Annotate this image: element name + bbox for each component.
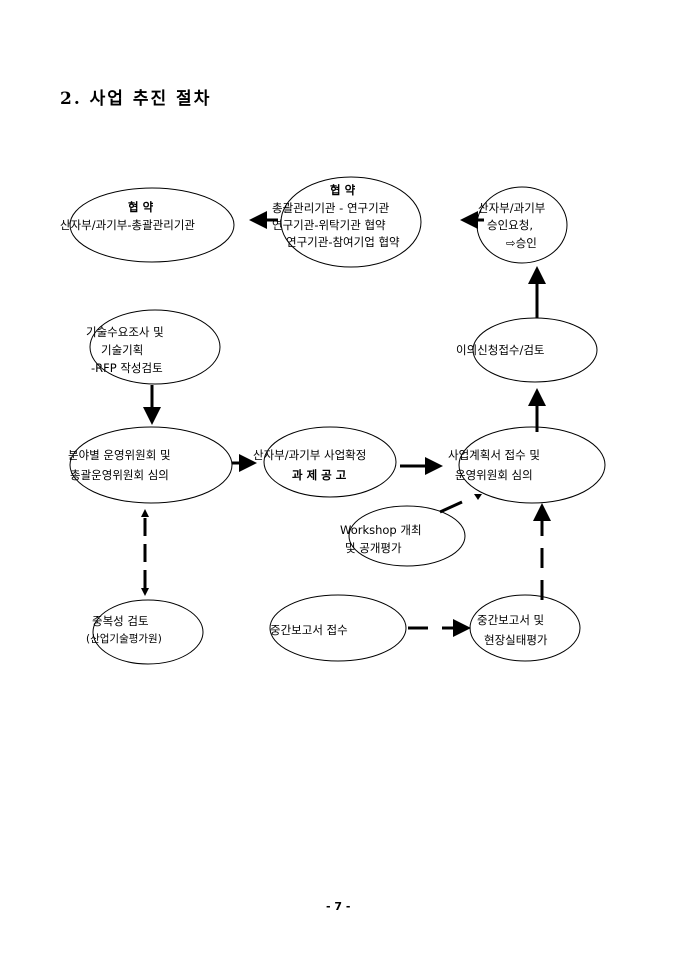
agreement-mid-line3: 연구기관-참여기업 협약 (286, 235, 400, 249)
duplication-line2: (산업기술평가원) (86, 633, 162, 645)
approval-line3: ⇨승인 (506, 236, 537, 250)
demand-line1: 기술수요조사 및 (86, 325, 164, 339)
approval-line1: 산자부/과기부 (478, 201, 546, 215)
interim-eval-line1: 중간보고서 및 (477, 613, 545, 627)
arrowhead-dup-up (141, 509, 149, 517)
duplication-line1: 중복성 검토 (92, 614, 149, 628)
approval-line2: 승인요청, (487, 218, 533, 232)
arrowhead-dup-down (141, 588, 149, 596)
committee-line1: 분야별 운영위원회 및 (68, 448, 171, 462)
node-announcement (263, 426, 397, 498)
node-objection (472, 317, 598, 383)
workshop-line1: Workshop 개최 (340, 523, 422, 537)
interim-receipt-text: 중간보고서 접수 (270, 623, 348, 637)
agreement-left-text: 산자부/과기부-총괄관리기관 (60, 218, 195, 232)
announcement-line2: 과 제 공 고 (292, 468, 347, 482)
arrow-workshop-to-plan (439, 500, 463, 514)
objection-text: 이의신청접수/검토 (456, 343, 545, 357)
agreement-mid-heading: 협 약 (330, 183, 356, 197)
interim-eval-line2: 현장실태평가 (484, 633, 548, 647)
plan-line2: 운영위원회 심의 (455, 468, 533, 482)
node-agreement-left (69, 187, 235, 263)
node-interim-receipt (269, 594, 407, 662)
demand-line3: -RFP 작성검토 (91, 361, 163, 375)
node-duplication (92, 599, 204, 665)
demand-line2: 기술기획 (101, 343, 144, 357)
plan-line1: 사업계획서 접수 및 (448, 448, 540, 462)
node-demand-survey (89, 309, 221, 385)
node-workshop (348, 505, 466, 567)
agreement-mid-line2: 연구기관-위탁기관 협약 (272, 218, 386, 232)
arrowhead-workshop (474, 494, 482, 500)
announcement-line1: 산자부/과기부 사업확정 (253, 448, 367, 462)
page-number: - 7 - (326, 900, 351, 913)
workshop-line2: 및 공개평가 (345, 541, 402, 555)
node-agreement-mid (280, 176, 422, 268)
committee-line2: 총괄운영위원회 심의 (70, 468, 169, 482)
section-title: 2. 사업 추진 절차 (60, 89, 212, 109)
agreement-left-heading: 협 약 (128, 200, 154, 214)
node-plan-review (458, 426, 606, 504)
agreement-mid-line1: 총괄관리기관 - 연구기관 (272, 201, 390, 215)
node-committee (69, 426, 233, 504)
node-interim-eval (469, 594, 581, 662)
